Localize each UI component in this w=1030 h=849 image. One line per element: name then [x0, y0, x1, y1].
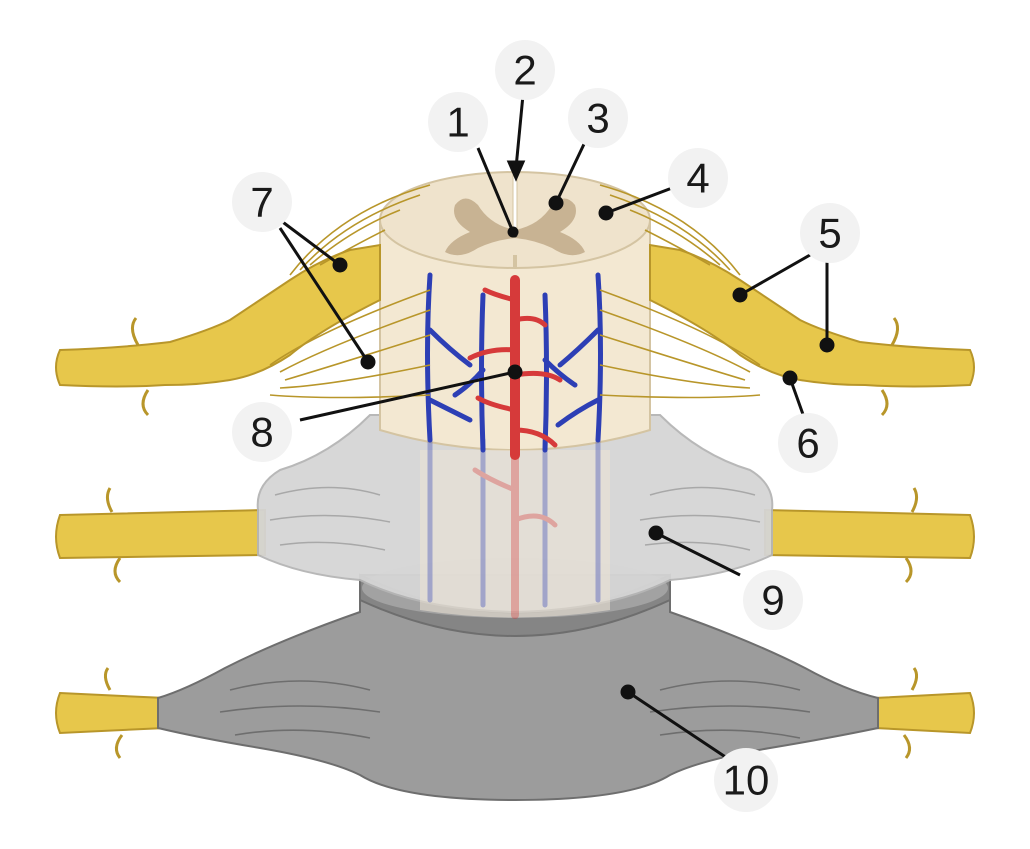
label-8-text: 8 [250, 409, 273, 456]
label-5-text: 5 [818, 210, 841, 257]
label-10: 10 [714, 748, 778, 812]
label-10-text: 10 [723, 757, 770, 804]
label-2: 2 [495, 40, 555, 100]
number-labels: 1 2 3 4 5 6 7 8 [232, 40, 860, 812]
label-3: 3 [568, 88, 628, 148]
label-3-text: 3 [586, 95, 609, 142]
label-4: 4 [668, 148, 728, 208]
label-9: 9 [743, 570, 803, 630]
label-7-text: 7 [250, 179, 273, 226]
label-5: 5 [800, 203, 860, 263]
leader-lines [278, 94, 835, 762]
label-6-text: 6 [796, 420, 819, 467]
label-1: 1 [428, 92, 488, 152]
spinal-cord [379, 171, 651, 619]
label-7: 7 [232, 172, 292, 232]
spinal-nerves [55, 184, 975, 417]
label-8: 8 [232, 402, 292, 462]
label-9-text: 9 [761, 577, 784, 624]
label-2-text: 2 [513, 47, 536, 94]
label-4-text: 4 [686, 155, 709, 202]
label-6: 6 [778, 413, 838, 473]
label-1-text: 1 [446, 99, 469, 146]
